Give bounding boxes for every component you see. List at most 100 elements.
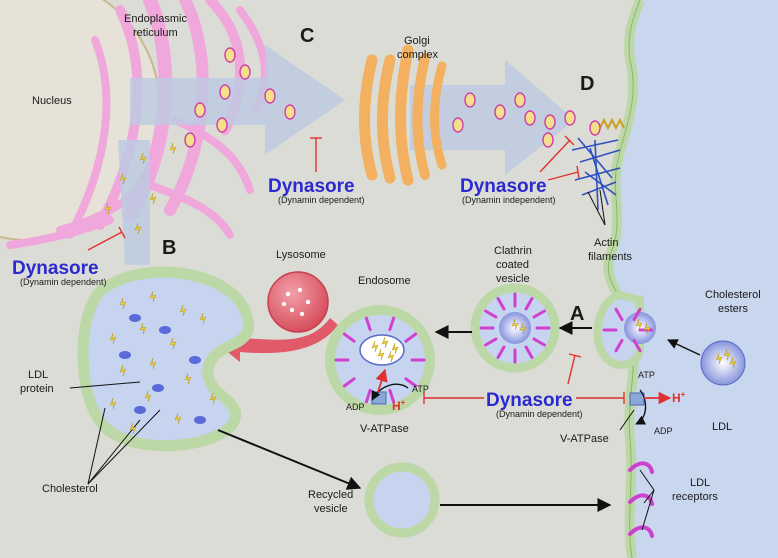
cholesterol-mark [179, 304, 187, 317]
clathrin-label-line2: coated [496, 259, 529, 271]
cholesterol-mark [387, 350, 395, 363]
endosome-receptor [404, 332, 418, 343]
lysosome-fusion-arrow [220, 318, 338, 362]
clathrin-receptor [532, 309, 546, 319]
ldl-protein-blob [119, 351, 131, 359]
hplus-left-label: H+ [392, 398, 406, 413]
dynasore-sub-endocytosis: (Dynamin dependent) [496, 409, 583, 419]
cholesterol-mark [635, 318, 643, 331]
budding-vesicle [593, 290, 656, 369]
clathrin-receptor [484, 337, 498, 347]
transport-vesicle [524, 110, 536, 126]
clathrin-receptor [532, 337, 546, 347]
atp-right-label: ATP [638, 370, 655, 380]
er-label-line1: Endoplasmic [124, 13, 187, 25]
v-atpase-pump-left [371, 391, 387, 405]
ldl-receptors [628, 461, 654, 538]
transport-vesicle [464, 92, 476, 108]
pathway-letter-a: A [570, 303, 584, 325]
cholesterol-mark [149, 357, 157, 370]
hplus-right-label: H+ [672, 390, 686, 405]
ldl-protein-blob [159, 326, 171, 334]
cholesterol-mark [729, 356, 737, 369]
lysosome-label: Lysosome [276, 249, 326, 261]
transport-vesicle [184, 132, 196, 148]
cholesterol-mark [119, 297, 127, 310]
transport-vesicle [284, 104, 296, 120]
endosome-receptor [404, 377, 418, 388]
clathrin-receptor [484, 309, 498, 319]
atp-left-label: ATP [412, 384, 429, 394]
ldl-protein-blob [194, 416, 206, 424]
transport-vesicle [264, 88, 276, 104]
clathrin-receptor [524, 297, 534, 311]
ldl-protein-blob [189, 356, 201, 364]
clathrin-receptor [496, 297, 506, 311]
cholesterol-mark [174, 412, 182, 425]
recycled-label-line2: vesicle [314, 503, 348, 515]
transport-vesicle [564, 110, 576, 126]
transport-vesicle [494, 104, 506, 120]
clathrin-coated-vesicle [470, 283, 560, 373]
cholesterol-label: Cholesterol [42, 483, 98, 495]
adp-right-label: ADP [654, 426, 673, 436]
arrow-ldl-to-membrane [667, 339, 701, 356]
cholesterol-mark [169, 142, 177, 155]
late-endosome [77, 266, 254, 452]
cholesterol-mark [169, 337, 177, 350]
cholesterol-mark [184, 372, 192, 385]
cholesterol-mark [371, 340, 379, 353]
clathrin-label-line3: vesicle [496, 273, 530, 285]
membrane-coat [599, 117, 625, 131]
endosome-receptor [388, 316, 396, 332]
recycled-vesicle [364, 462, 440, 538]
transport-vesicle [542, 132, 554, 148]
cholesterol-esters-label-line2: esters [718, 303, 748, 315]
ldl-particle [700, 340, 746, 386]
cholesterol-mark [391, 342, 399, 355]
cholesterol-mark [144, 390, 152, 403]
cholesterol-mark [129, 422, 137, 435]
budding-receptor [632, 338, 642, 353]
cholesterol-mark [209, 392, 217, 405]
transport-vesicle [239, 64, 251, 80]
clathrin-label-line1: Clathrin [494, 245, 532, 257]
transport-vesicle [452, 117, 464, 133]
transport-vesicle [544, 114, 556, 130]
vatpase-right-label: V-ATPase [560, 433, 609, 445]
endosome-receptor [388, 388, 396, 404]
arrow-c-path [130, 45, 345, 155]
golgi-label-line1: Golgi [404, 35, 430, 47]
transport-vesicle [194, 102, 206, 118]
cholesterol-mark [149, 192, 157, 205]
clathrin-receptor [496, 345, 506, 359]
leader-lines [69, 189, 655, 531]
cholesterol-mark [381, 336, 389, 349]
cholesterol-mark [134, 222, 142, 235]
actin-label-line2: filaments [588, 251, 633, 263]
endosome-receptor [342, 332, 356, 343]
vatpase-left-label: V-ATPase [360, 423, 409, 435]
cholesterol-mark [119, 172, 127, 185]
atp-adp-cycle-left [371, 383, 409, 401]
cholesterol-mark [519, 322, 527, 335]
recycled-label-line1: Recycled [308, 489, 353, 501]
arrow-vesicle-to-recycled [217, 429, 362, 490]
atp-adp-cycle-right [635, 389, 647, 425]
budding-receptor [614, 338, 624, 353]
dynasore-sub-er: (Dynamin dependent) [20, 277, 107, 287]
endosome-receptor [364, 388, 372, 404]
cholesterol-mark [511, 318, 519, 331]
dynasore-label-er: Dynasore [12, 258, 99, 279]
dynasore-label-endocytosis: Dynasore [486, 390, 573, 411]
cholesterol-mark [104, 202, 112, 215]
arrow-d-path [410, 60, 575, 175]
endosome-ldl-cloud [359, 334, 405, 366]
cholesterol-mark [139, 152, 147, 165]
endosome-receptor [364, 316, 372, 332]
dynasore-sub-golgi: (Dynamin dependent) [278, 195, 365, 205]
pathway-letter-b: B [162, 237, 176, 259]
endosome-receptor [342, 377, 356, 388]
ldl-protein-label-line1: LDL [28, 369, 48, 381]
